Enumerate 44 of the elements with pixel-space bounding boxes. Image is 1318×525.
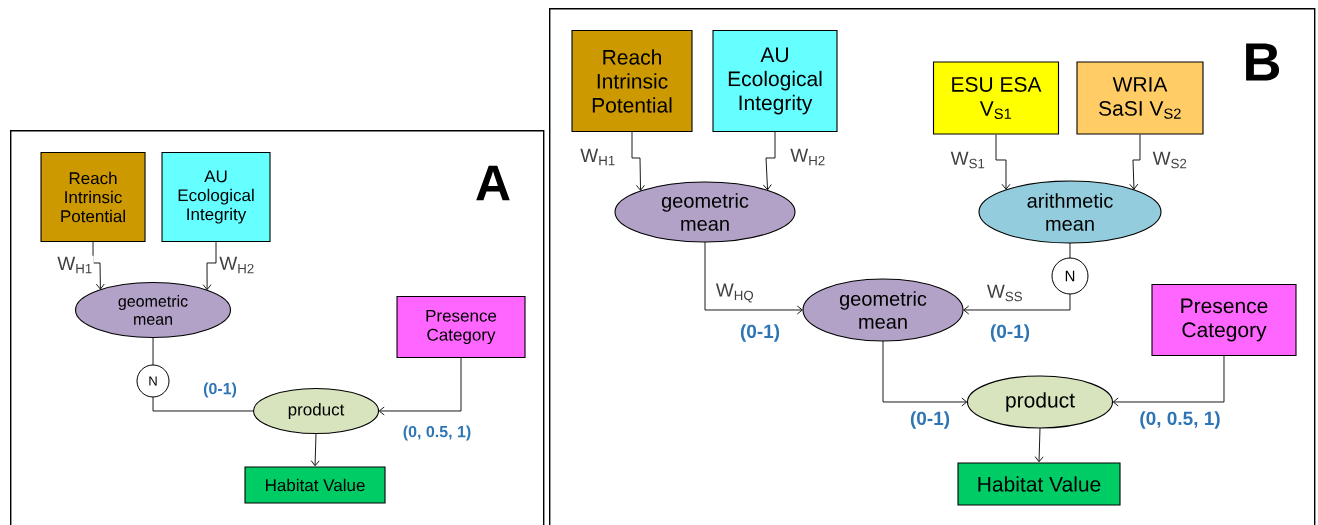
connector-line [152,337,154,366]
range-label: (0-1) [203,382,237,398]
process-box: Habitat Value [957,462,1121,506]
range-label: (0-1) [910,411,950,429]
process-box: AU Ecological Integrity [161,151,271,243]
edge-label: W$_{H2}$ [218,255,256,275]
edge-label: W$_{H1}$ [579,147,617,167]
panel-letter: A [476,165,510,201]
arrow [1129,134,1141,190]
process-box: Reach Intrinsic Potential [40,151,146,243]
process-box: Habitat Value [244,466,386,504]
process-box: Presence Category [1151,283,1297,357]
circle-node: N [136,364,170,398]
arrow [1034,427,1044,463]
arrow [995,134,1011,190]
arrow [704,241,803,315]
edge-label: W$_{HQ}$ [714,282,756,304]
process-box: Reach Intrinsic Potential [571,29,693,133]
panel-letter: B [1246,43,1280,81]
range-label: (0-1) [990,324,1030,342]
arrow [202,241,217,291]
edge-label: W$_{S2}$ [1151,150,1189,170]
arrow [631,131,645,191]
edge-label: W$_{H2}$ [789,147,827,167]
arrow [762,131,776,191]
process-box: AU Ecological Integrity [712,29,838,133]
edge-label: W$_{H1}$ [56,255,94,275]
connector-line [152,396,254,412]
range-label: (0, 0.5, 1) [1140,411,1220,429]
circle-node: N [1051,257,1089,295]
edge-label: W$_{S1}$ [949,150,987,170]
arrow [378,357,462,416]
connector-line [1069,242,1071,259]
arrow [882,340,968,407]
process-box: Presence Category [396,295,526,359]
range-label: (0, 0.5, 1) [403,425,471,441]
arrow [1112,355,1225,407]
arrow [310,433,320,467]
edge-label: W$_{SS}$ [985,283,1025,303]
process-box: WRIA SaSI V$_{S2}$ [1076,61,1204,135]
range-label: (0-1) [740,324,780,342]
arrow [92,241,105,290]
process-box: ESU ESA V$_{S1}$ [932,61,1060,135]
arrow [963,293,1071,315]
